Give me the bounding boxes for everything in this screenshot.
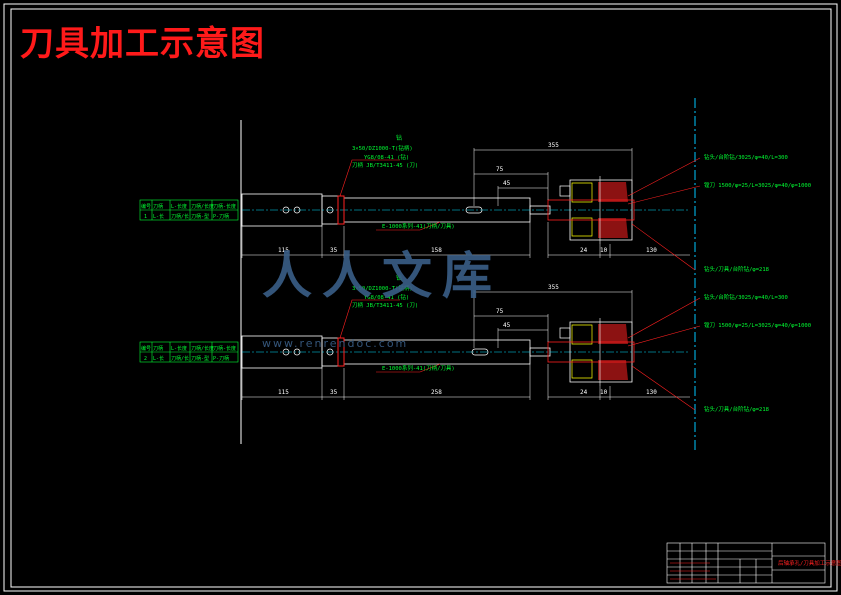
table-header: 刀柄/长度 xyxy=(191,345,214,352)
tool-table-lower xyxy=(139,341,239,363)
watermark-url: www.renrendoc.com xyxy=(262,337,409,350)
table-cell: P-刀柄 xyxy=(213,213,229,220)
table-cell: L-长 xyxy=(153,213,164,220)
callout-label: 钻头/台阶钻/3025/φ=40/L=300 xyxy=(704,293,788,301)
bolt-hole xyxy=(282,206,290,214)
table-header: L-长度 xyxy=(171,345,187,352)
table-header: 刀柄-长度 xyxy=(213,345,236,352)
table-cell: L-长 xyxy=(153,355,164,362)
dim-label: 35 xyxy=(330,247,338,254)
callout-label: 镗刀 1500/φ=25/L=3025/φ=40/φ=1000 xyxy=(704,181,811,189)
dim-label: 45 xyxy=(503,322,511,329)
workpiece-lower xyxy=(547,318,635,386)
bolt-hole xyxy=(326,206,334,214)
table-header: 刀柄 xyxy=(153,203,163,210)
inner-frame xyxy=(10,8,832,588)
table-cell: 2 xyxy=(144,356,147,362)
table-cell: 刀柄-型 xyxy=(191,355,209,362)
holder-red-band xyxy=(337,337,345,367)
leader-label: 钻 xyxy=(396,134,402,142)
drawing-title: 刀具加工示意图 xyxy=(20,24,265,64)
dim-label: 35 xyxy=(330,389,338,396)
callout-label: 钻头/刀具/台阶钻/φ=218 xyxy=(704,265,769,273)
dim-label: 130 xyxy=(646,247,657,254)
leader-label: E-1000系列-41(刀柄/刀具) xyxy=(382,222,455,230)
dim-label: 115 xyxy=(278,389,289,396)
dim-label: 24 xyxy=(580,247,588,254)
table-cell: 刀柄/长 xyxy=(171,213,189,220)
dim-label: 45 xyxy=(503,180,511,187)
table-header: L-长度 xyxy=(171,203,187,210)
dim-label: 75 xyxy=(496,166,504,173)
bolt-hole xyxy=(293,348,301,356)
key-slot xyxy=(471,348,489,356)
leader-label: 3×50/DZ1000-T(钻柄) xyxy=(352,284,413,292)
watermark-logo: 人人文库 xyxy=(262,246,502,305)
bolt-hole xyxy=(282,348,290,356)
title-block-name: 后轴承孔/刀具加工示意图 xyxy=(778,559,841,567)
key-slot xyxy=(465,206,483,214)
tool-assembly-lower: 编号 刀柄 L-长度 刀柄/长度 刀柄-长度 2 L-长 刀柄/长 刀柄-型 P… xyxy=(139,274,811,413)
bolt-hole xyxy=(293,206,301,214)
dim-label: 10 xyxy=(600,389,608,396)
table-header: 刀柄 xyxy=(153,345,163,352)
table-header: 刀柄/长度 xyxy=(191,203,214,210)
dim-label: 355 xyxy=(548,142,559,149)
callout-label: 钻头/台阶钻/3025/φ=40/L=300 xyxy=(704,153,788,161)
table-header: 编号 xyxy=(141,345,151,352)
table-header: 编号 xyxy=(141,203,151,210)
dim-label: 158 xyxy=(431,247,442,254)
outer-frame xyxy=(3,3,838,592)
leader-label: 刀柄 JB/T3411-45 (刀) xyxy=(352,161,418,169)
leader-label: E-1000系列-41(刀柄/刀具) xyxy=(382,364,455,372)
callout-label: 镗刀 1500/φ=25/L=3025/φ=40/φ=1000 xyxy=(704,321,811,329)
dim-label: 115 xyxy=(278,247,289,254)
dim-label: 130 xyxy=(646,389,657,396)
leader-label: YG8/08-41 (钻) xyxy=(364,153,409,161)
table-cell: P-刀柄 xyxy=(213,355,229,362)
dim-label: 10 xyxy=(600,247,608,254)
table-cell: 1 xyxy=(144,214,147,220)
table-cell: 刀柄/长 xyxy=(171,355,189,362)
table-cell: 刀柄-型 xyxy=(191,213,209,220)
dim-label: 24 xyxy=(580,389,588,396)
leader-label: 刀柄 JB/T3411-45 (刀) xyxy=(352,301,418,309)
table-header: 刀柄-长度 xyxy=(213,203,236,210)
dim-label: 258 xyxy=(431,389,442,396)
leader-label: 3×50/DZ1000-T(钻柄) xyxy=(352,144,413,152)
tool-table-upper xyxy=(139,199,239,221)
holder-red-band xyxy=(337,195,345,225)
workpiece-upper xyxy=(547,176,635,244)
leader-label: 钻 xyxy=(396,274,402,282)
leader-label: YG8/08-41 (钻) xyxy=(364,293,409,301)
tool-assembly-upper: 编号 刀柄 L-长度 刀柄/长度 刀柄-长度 1 L-长 刀柄/长 刀柄-型 P… xyxy=(139,134,811,273)
callout-label: 钻头/刀具/台阶钻/φ=218 xyxy=(704,405,769,413)
dim-label: 355 xyxy=(548,284,559,291)
dim-label: 75 xyxy=(496,308,504,315)
bolt-hole xyxy=(326,348,334,356)
